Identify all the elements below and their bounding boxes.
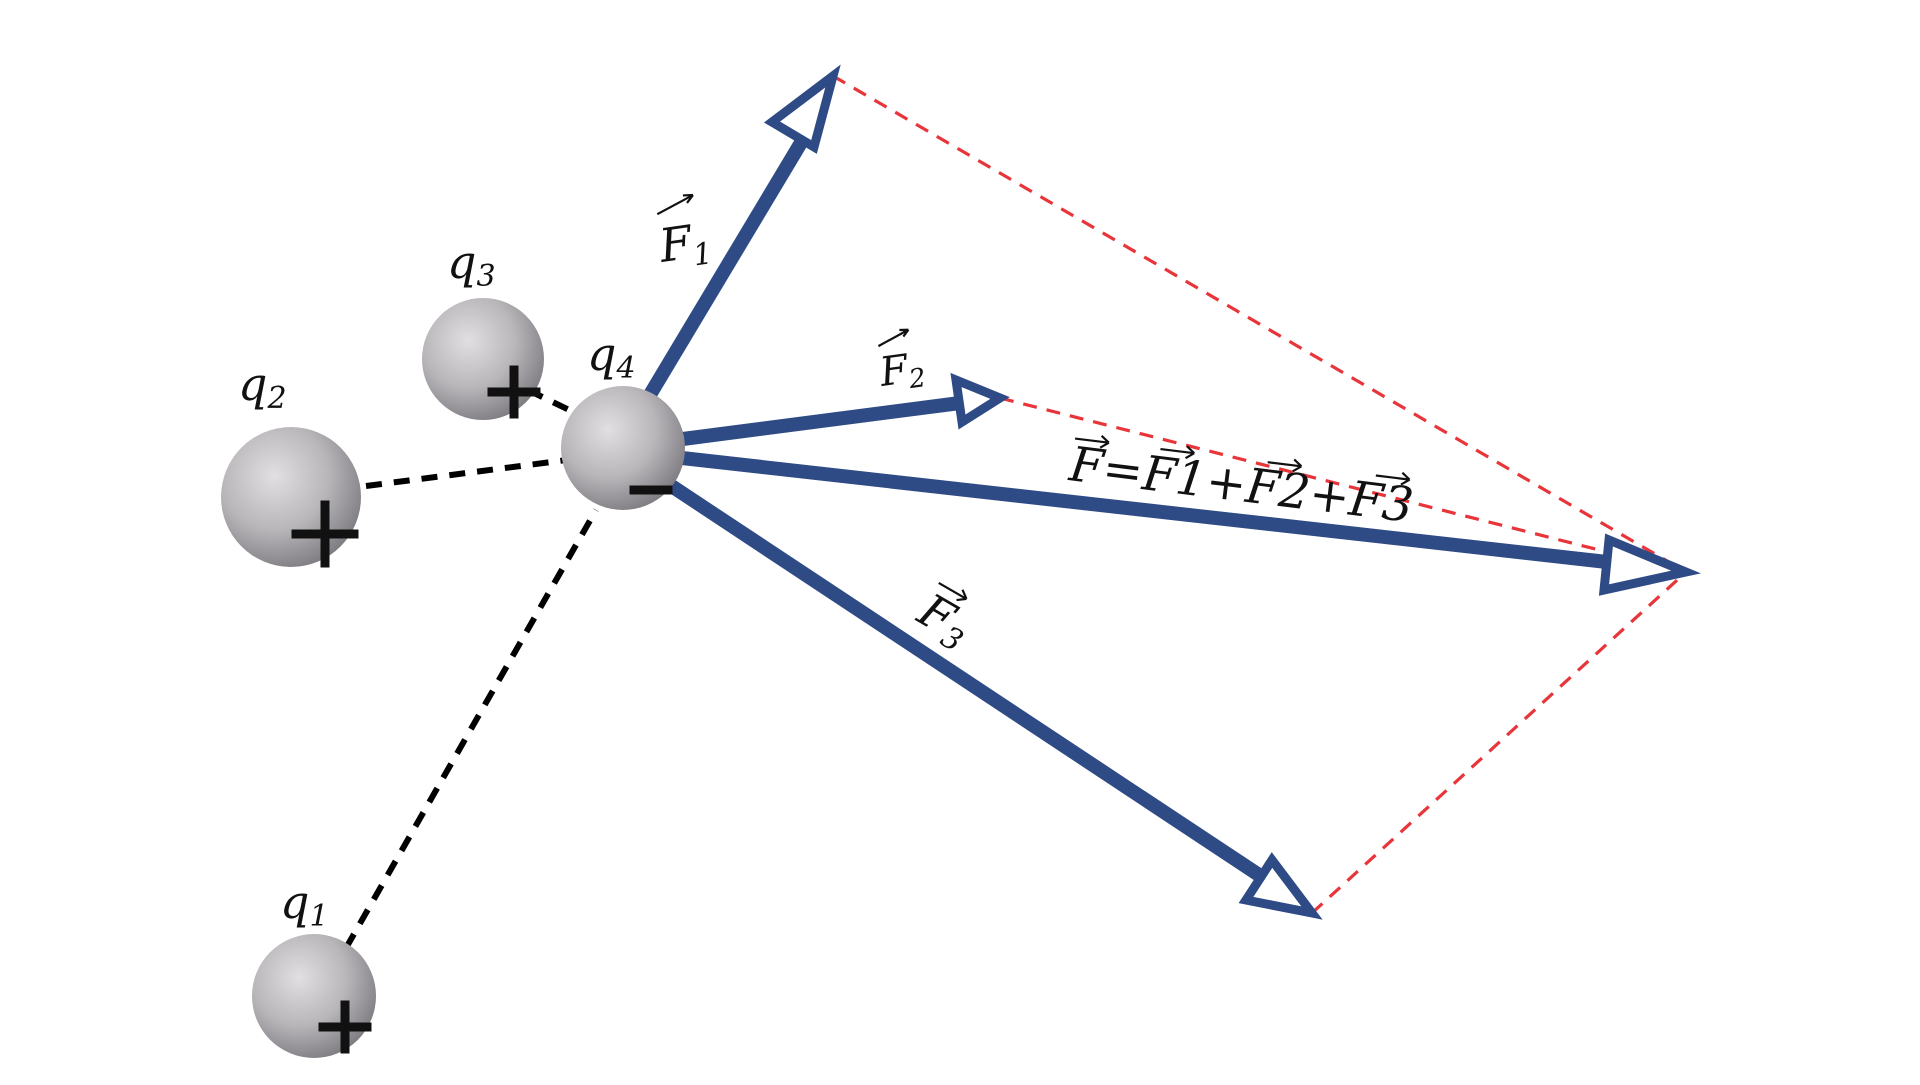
construction-f2-to-f — [999, 396, 1687, 574]
force-arrows — [641, 64, 1701, 920]
construction-f3-to-f — [1310, 570, 1688, 915]
vector-arrow-icon — [877, 328, 910, 348]
arrow-f3 — [666, 479, 1323, 920]
label-q4: q4 — [587, 327, 636, 386]
charge-q4 — [561, 386, 685, 510]
charge-sphere — [561, 386, 685, 510]
charge-q1 — [252, 934, 376, 1058]
vector-arrows — [1074, 434, 1411, 486]
connector-q1-q4 — [343, 508, 599, 950]
vector-arrow-icon — [938, 581, 968, 602]
vector-arrow-icon — [656, 193, 694, 216]
label-f1: F1 — [655, 193, 715, 278]
svg-text:F1: F1 — [655, 212, 715, 278]
vector-arrow-icon — [1074, 434, 1110, 449]
vector-arrow-icon — [1160, 445, 1195, 460]
charge-q2 — [221, 427, 361, 568]
arrow-resultant — [681, 451, 1701, 596]
plus-sign-icon — [487, 365, 541, 419]
plus-sign-icon — [291, 500, 359, 568]
construction-lines — [832, 74, 1688, 915]
connector-q2-q4 — [365, 454, 591, 489]
charge-sphere — [422, 298, 544, 420]
label-q3: q3 — [447, 235, 496, 294]
plus-sign-icon — [318, 1000, 372, 1054]
vector-arrow-icon — [1267, 458, 1303, 473]
arrow-f1 — [641, 64, 841, 402]
charge-sphere — [252, 934, 376, 1058]
charges — [221, 298, 685, 1058]
charge-q3 — [422, 298, 544, 420]
arrow-f2 — [674, 372, 1010, 447]
charge-sphere — [221, 427, 361, 567]
connector-lines — [343, 387, 602, 950]
construction-f1-to-f — [832, 74, 1687, 574]
svg-text:F2: F2 — [876, 344, 928, 399]
label-q2: q2 — [238, 357, 287, 416]
label-q1: q1 — [280, 875, 329, 934]
label-f2: F2 — [876, 328, 928, 399]
vector-arrow-icon — [1375, 471, 1411, 486]
charge-labels: q1 q2 q3 q4 — [238, 235, 636, 934]
